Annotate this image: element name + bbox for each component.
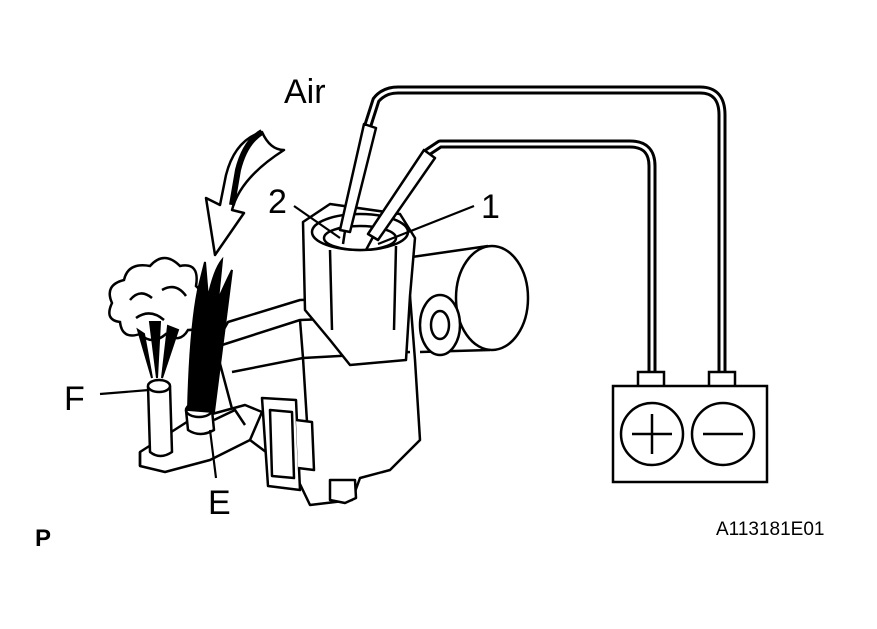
battery xyxy=(611,370,769,484)
probe-terminal-2 xyxy=(338,122,378,234)
air-puff-icon xyxy=(108,256,206,379)
leader-e xyxy=(208,429,218,479)
leader-1 xyxy=(377,204,475,246)
figure-id: A113181E01 xyxy=(716,519,824,540)
terminal-1-label: 1 xyxy=(481,188,500,226)
port-e-jet-icon xyxy=(186,256,233,414)
air-label: Air xyxy=(284,73,326,111)
corner-label: P xyxy=(35,525,51,552)
air-arrow-icon xyxy=(204,129,286,257)
coil-end xyxy=(454,244,530,352)
test-probes xyxy=(338,122,437,251)
wires xyxy=(363,85,727,383)
leader-lines xyxy=(99,204,475,479)
wire-outer-inner xyxy=(366,88,724,380)
leader-f xyxy=(99,388,150,396)
wire-inner xyxy=(423,139,657,383)
port-f-label: F xyxy=(64,380,85,418)
port-f-pipe xyxy=(146,385,174,458)
minus-icon xyxy=(690,401,756,467)
terminal-2-label: 2 xyxy=(268,183,287,221)
mount-bracket xyxy=(328,478,358,505)
leader-2 xyxy=(293,205,341,239)
port-e-label: E xyxy=(208,484,231,522)
plus-icon xyxy=(619,401,685,467)
probe-terminal-1 xyxy=(366,148,437,242)
wire-inner-inner xyxy=(426,142,654,380)
